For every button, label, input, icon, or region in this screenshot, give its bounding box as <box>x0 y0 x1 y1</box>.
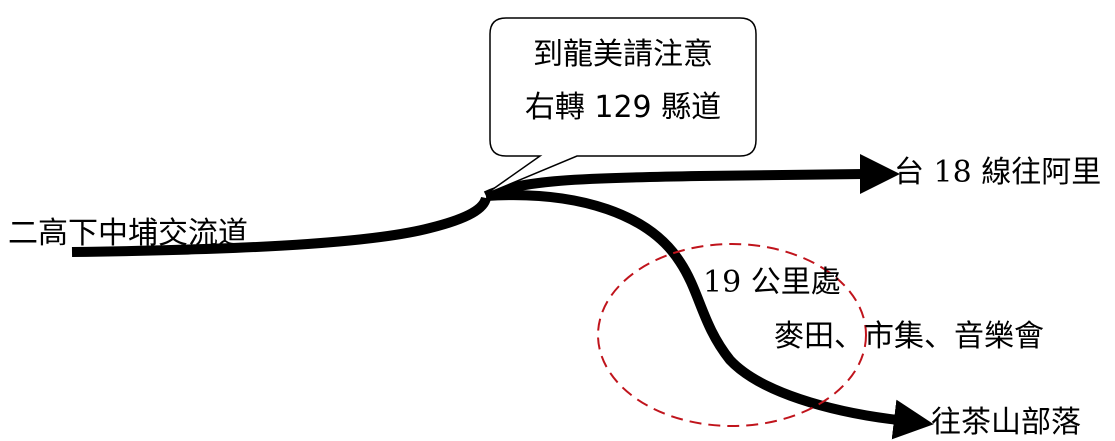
distance-label: 19 公里處 <box>703 265 841 300</box>
callout-line-2: 右轉 129 縣道 <box>525 90 721 125</box>
main-road <box>71 196 491 257</box>
callout-line-1: 到龍美請注意 <box>533 37 713 72</box>
lower-route-arrow <box>485 190 934 440</box>
attractions-label: 麥田、市集、音樂會 <box>774 319 1044 354</box>
upper-route-arrow <box>483 154 900 201</box>
callout-bubble <box>485 17 757 195</box>
origin-label: 二高下中埔交流道 <box>8 216 248 251</box>
highlight-circle <box>597 243 867 427</box>
upper-destination-label: 台 18 線往阿里 <box>894 155 1101 190</box>
lower-destination-label: 往茶山部落 <box>931 405 1081 440</box>
